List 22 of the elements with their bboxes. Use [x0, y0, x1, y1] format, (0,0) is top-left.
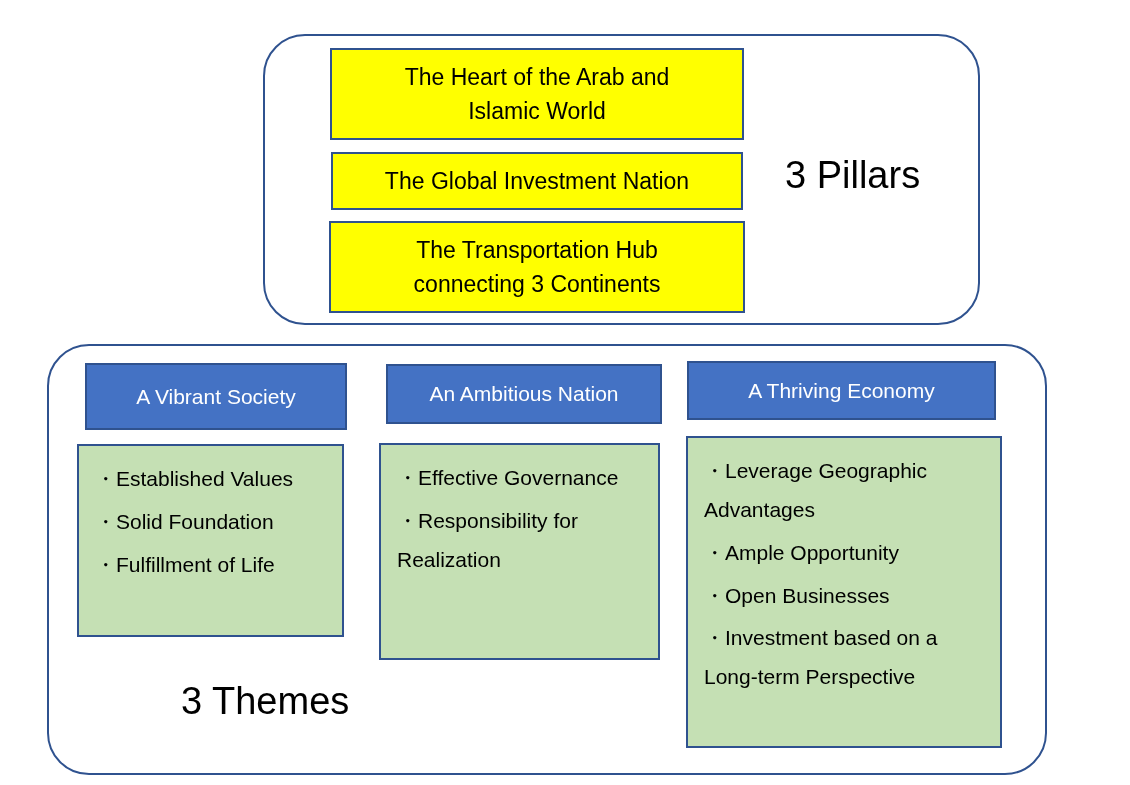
bullet-item: ・Effective Governance — [397, 465, 620, 491]
objectives-box — [686, 436, 1002, 748]
theme-header: An Ambitious Nation — [386, 364, 662, 424]
group-title: 3 Themes — [181, 680, 350, 723]
pillar-box: The Transportation Hub connecting 3 Continents — [329, 221, 745, 313]
bullet-item: ・Investment based on a Long-term Perspective — [704, 625, 939, 691]
theme-header: A Thriving Economy — [687, 361, 996, 420]
pillar-box: The Heart of the Arab and Islamic World — [330, 48, 744, 140]
bullet-item: ・Fulfillment of Life — [95, 551, 276, 578]
bullet-item: ・Ample Opportunity — [704, 539, 900, 566]
themes-panel — [47, 344, 1047, 775]
bullet-item: ・Established Values — [95, 466, 295, 492]
bullet-item: ・Open Businesses — [704, 582, 891, 609]
group-title: 3 Pillars — [785, 154, 921, 197]
bullet-item: ・Leverage Geographic Advantages — [704, 458, 928, 523]
theme-header: A Vibrant Society — [85, 363, 347, 430]
bullet-item: ・Solid Foundation — [95, 508, 275, 535]
pillar-box: The Global Investment Nation — [331, 152, 743, 210]
pillars-panel — [263, 34, 980, 325]
bullet-item: ・Responsibility for Realization — [397, 507, 579, 573]
objectives-box — [77, 444, 344, 637]
objectives-box — [379, 443, 660, 660]
